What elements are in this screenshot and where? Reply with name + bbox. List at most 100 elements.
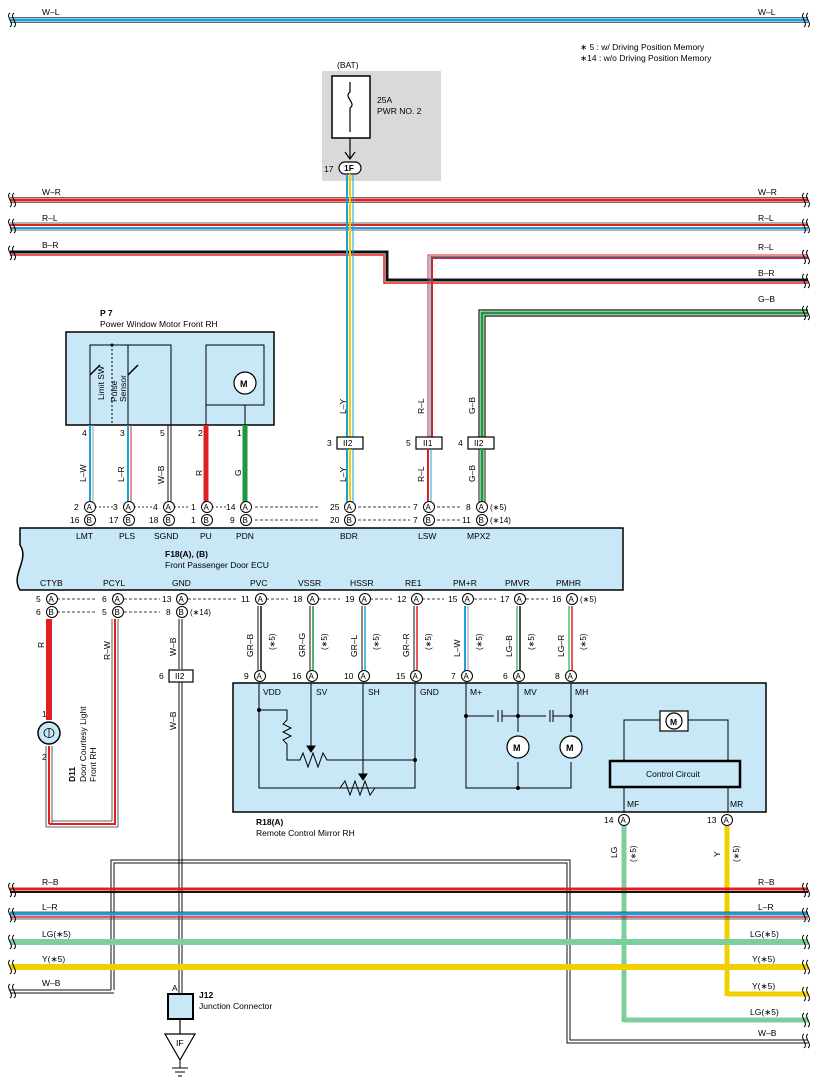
svg-text:B: B bbox=[166, 516, 171, 525]
svg-text:(∗5): (∗5) bbox=[320, 633, 329, 650]
svg-text:6: 6 bbox=[503, 671, 508, 681]
svg-text:3: 3 bbox=[120, 428, 125, 438]
svg-text:18: 18 bbox=[293, 594, 303, 604]
svg-text:A: A bbox=[204, 503, 210, 512]
svg-text:16: 16 bbox=[70, 515, 80, 525]
svg-text:(∗5): (∗5) bbox=[268, 633, 277, 650]
svg-text:GR–G: GR–G bbox=[297, 633, 307, 657]
svg-text:MV: MV bbox=[524, 687, 537, 697]
svg-text:1: 1 bbox=[237, 428, 242, 438]
ecu-pin-b-3: B1 bbox=[191, 514, 213, 526]
fuse-block: (BAT) 25A PWR NO. 2 1F 17 bbox=[322, 60, 441, 181]
ecu-pin-a-5: A25 bbox=[330, 501, 356, 513]
svg-text:B: B bbox=[126, 516, 131, 525]
svg-text:6: 6 bbox=[36, 607, 41, 617]
svg-text:6: 6 bbox=[159, 671, 164, 681]
svg-text:5: 5 bbox=[160, 428, 165, 438]
bus-g-b: G–B bbox=[478, 294, 810, 440]
svg-text:A: A bbox=[413, 672, 419, 681]
svg-text:LG: LG bbox=[609, 847, 619, 858]
bus-r-l-right: R–L bbox=[427, 242, 810, 440]
svg-text:B: B bbox=[347, 516, 352, 525]
junction-connector-j12: A J12 Junction Connector IF bbox=[163, 983, 272, 1077]
svg-text:4: 4 bbox=[458, 438, 463, 448]
svg-text:Y: Y bbox=[712, 851, 722, 857]
svg-text:LMT: LMT bbox=[76, 531, 93, 541]
fuse-icon bbox=[347, 82, 353, 132]
svg-text:PDN: PDN bbox=[236, 531, 254, 541]
svg-text:R–L: R–L bbox=[416, 398, 426, 414]
svg-text:MR: MR bbox=[730, 799, 743, 809]
svg-text:PMHR: PMHR bbox=[556, 578, 581, 588]
mirror-id: R18(A) bbox=[256, 817, 284, 827]
svg-text:W–B: W–B bbox=[42, 978, 61, 988]
svg-text:VDD: VDD bbox=[263, 687, 281, 697]
svg-text:LG(∗5): LG(∗5) bbox=[750, 1007, 779, 1017]
svg-text:A: A bbox=[172, 983, 178, 993]
svg-text:PVC: PVC bbox=[250, 578, 267, 588]
svg-text:B–R: B–R bbox=[758, 268, 775, 278]
gnd-wire: W–B II2 6 W–B bbox=[159, 619, 194, 994]
svg-text:L–R: L–R bbox=[42, 902, 58, 912]
ecu-top-pins: A2B16A3B17A4B18A1B1A14B9A25B20A7B7A8B11(… bbox=[70, 501, 511, 526]
svg-text:B: B bbox=[49, 608, 54, 617]
svg-text:W–B: W–B bbox=[168, 637, 178, 656]
svg-text:1F: 1F bbox=[344, 163, 354, 173]
svg-text:(∗5): (∗5) bbox=[372, 633, 381, 650]
svg-text:2: 2 bbox=[198, 428, 203, 438]
courtesy-id: D11 bbox=[67, 767, 77, 782]
svg-text:PU: PU bbox=[200, 531, 212, 541]
ecu-pin-a-1: A3 bbox=[113, 501, 135, 513]
junction-ii1: R–L II1 5 R–L bbox=[406, 398, 443, 502]
mirror-pin-3: A15 bbox=[396, 670, 422, 682]
svg-text:B: B bbox=[479, 516, 484, 525]
svg-text:SH: SH bbox=[368, 687, 380, 697]
svg-text:1: 1 bbox=[191, 502, 196, 512]
svg-text:PCYL: PCYL bbox=[103, 578, 125, 588]
svg-text:Y(∗5): Y(∗5) bbox=[752, 954, 775, 964]
svg-text:MF: MF bbox=[627, 799, 639, 809]
svg-text:SGND: SGND bbox=[154, 531, 179, 541]
svg-text:(∗5): (∗5) bbox=[424, 633, 433, 650]
lower-buses: W–B W–B R–B R–B L–R L–R LG(∗5) LG(∗5) Y(… bbox=[8, 859, 810, 1049]
svg-text:19: 19 bbox=[345, 594, 355, 604]
svg-text:15: 15 bbox=[448, 594, 458, 604]
svg-text:9: 9 bbox=[244, 671, 249, 681]
svg-text:L–W: L–W bbox=[452, 640, 462, 657]
svg-text:A: A bbox=[426, 503, 432, 512]
control-circuit bbox=[608, 759, 742, 789]
svg-text:A: A bbox=[115, 595, 121, 604]
ecu-pin-b-5: B20 bbox=[330, 514, 356, 526]
svg-text:A: A bbox=[309, 672, 315, 681]
svg-text:A: A bbox=[517, 595, 523, 604]
ecu-pin-a-6: A7 bbox=[413, 501, 435, 513]
mirror-pin-1: A16 bbox=[292, 670, 318, 682]
motor-name: Power Window Motor Front RH bbox=[100, 319, 218, 329]
svg-text:1: 1 bbox=[42, 709, 47, 719]
svg-text:A: A bbox=[126, 503, 132, 512]
svg-text:L–W: L–W bbox=[78, 465, 88, 482]
svg-text:A: A bbox=[310, 595, 316, 604]
svg-text:W–B: W–B bbox=[168, 711, 178, 730]
ecu-bottom-pin-a-9: A16 bbox=[552, 593, 578, 605]
svg-text:11: 11 bbox=[241, 594, 250, 604]
svg-text:A: A bbox=[243, 503, 249, 512]
bus-r-l: R–L R–L bbox=[8, 213, 810, 234]
ecu-note-gnd: (∗14) bbox=[190, 608, 211, 617]
svg-text:L–R: L–R bbox=[116, 466, 126, 482]
svg-text:4: 4 bbox=[82, 428, 87, 438]
svg-text:7: 7 bbox=[413, 502, 418, 512]
svg-text:GND: GND bbox=[420, 687, 439, 697]
svg-text:(∗5): (∗5) bbox=[579, 633, 588, 650]
svg-text:(∗5): (∗5) bbox=[629, 845, 638, 862]
svg-text:B: B bbox=[87, 516, 92, 525]
ecu-bottom-pin-b-1: B5 bbox=[102, 606, 124, 618]
fuse-name: PWR NO. 2 bbox=[377, 106, 422, 116]
ecu-bottom-pin-a-2: A13 bbox=[162, 593, 188, 605]
svg-text:R: R bbox=[194, 470, 204, 476]
svg-text:R–W: R–W bbox=[102, 641, 112, 660]
svg-text:A: A bbox=[414, 595, 420, 604]
svg-text:B: B bbox=[115, 608, 120, 617]
svg-text:M: M bbox=[513, 743, 521, 753]
mirror-motor-v-icon bbox=[506, 735, 530, 759]
